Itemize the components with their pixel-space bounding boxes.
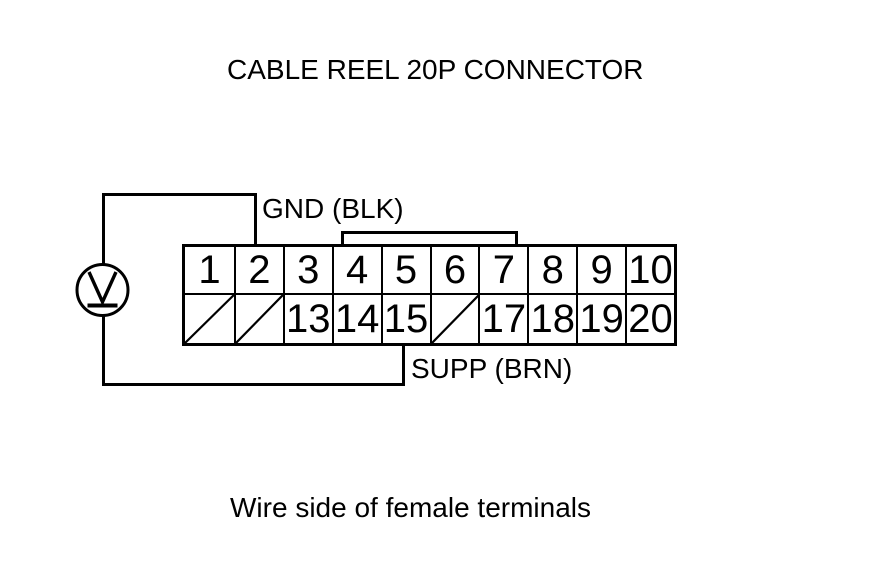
diagram-title: CABLE REEL 20P CONNECTOR (227, 54, 644, 85)
pin-cell-6: 6 (429, 247, 479, 295)
pin-cell-1: 1 (185, 247, 234, 295)
pin-cell-8: 8 (527, 247, 577, 295)
pin-cell-3: 3 (282, 247, 332, 295)
pin-cell-20: 20 (625, 295, 674, 343)
pin-cell-10: 10 (625, 247, 674, 295)
connector-key-tab (341, 231, 518, 245)
pin-cell-17: 17 (478, 295, 527, 343)
pin-cell-19: 19 (576, 295, 625, 343)
pin-cell-7: 7 (478, 247, 528, 295)
pin-cell-4: 4 (331, 247, 381, 295)
pin-cell-5: 5 (380, 247, 430, 295)
pin-cell-11-blocked (185, 295, 234, 343)
connector-pin-table: 1 2 3 4 5 6 7 8 9 10 13 14 15 17 18 (182, 244, 677, 346)
blocked-slash-icon (432, 295, 479, 343)
gnd-wire-label: GND (BLK) (262, 193, 404, 224)
pin-cell-12-blocked (233, 295, 283, 343)
pin-cell-14: 14 (331, 295, 381, 343)
pin-cell-13: 13 (282, 295, 332, 343)
pin-cell-18: 18 (527, 295, 576, 343)
diagram-caption: Wire side of female terminals (230, 492, 592, 523)
blocked-slash-icon (236, 295, 283, 343)
pin-cell-15: 15 (380, 295, 430, 343)
supp-wire-label: SUPP (BRN) (411, 353, 573, 384)
pin-cell-2: 2 (233, 247, 283, 295)
pin-cell-9: 9 (576, 247, 626, 295)
blocked-slash-icon (185, 295, 234, 343)
voltmeter-icon (75, 263, 130, 317)
pin-cell-16-blocked (429, 295, 479, 343)
